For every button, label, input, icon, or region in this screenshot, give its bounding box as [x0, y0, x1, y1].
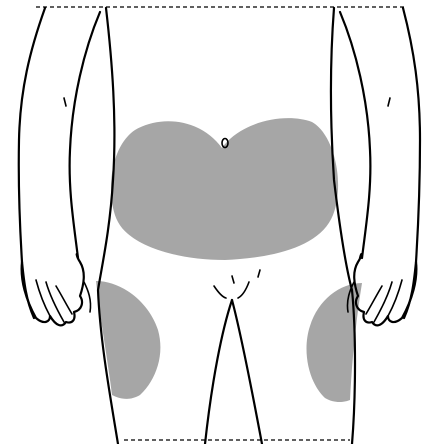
groin-crease-left: [214, 286, 226, 298]
left-arm-inner: [70, 12, 100, 258]
left-elbow-mark: [64, 98, 66, 106]
groin-tick-right: [258, 270, 260, 277]
groin-crease-right: [238, 282, 249, 298]
left-hand: [22, 254, 84, 325]
inner-left-leg: [205, 300, 232, 444]
groin-tick-left: [232, 276, 234, 283]
right-arm-inner: [340, 12, 370, 258]
abdomen-region: [111, 118, 338, 260]
inner-right-leg: [232, 300, 262, 444]
right-hand: [354, 254, 416, 325]
left-thigh-region: [96, 281, 160, 399]
right-elbow-mark: [388, 98, 390, 106]
